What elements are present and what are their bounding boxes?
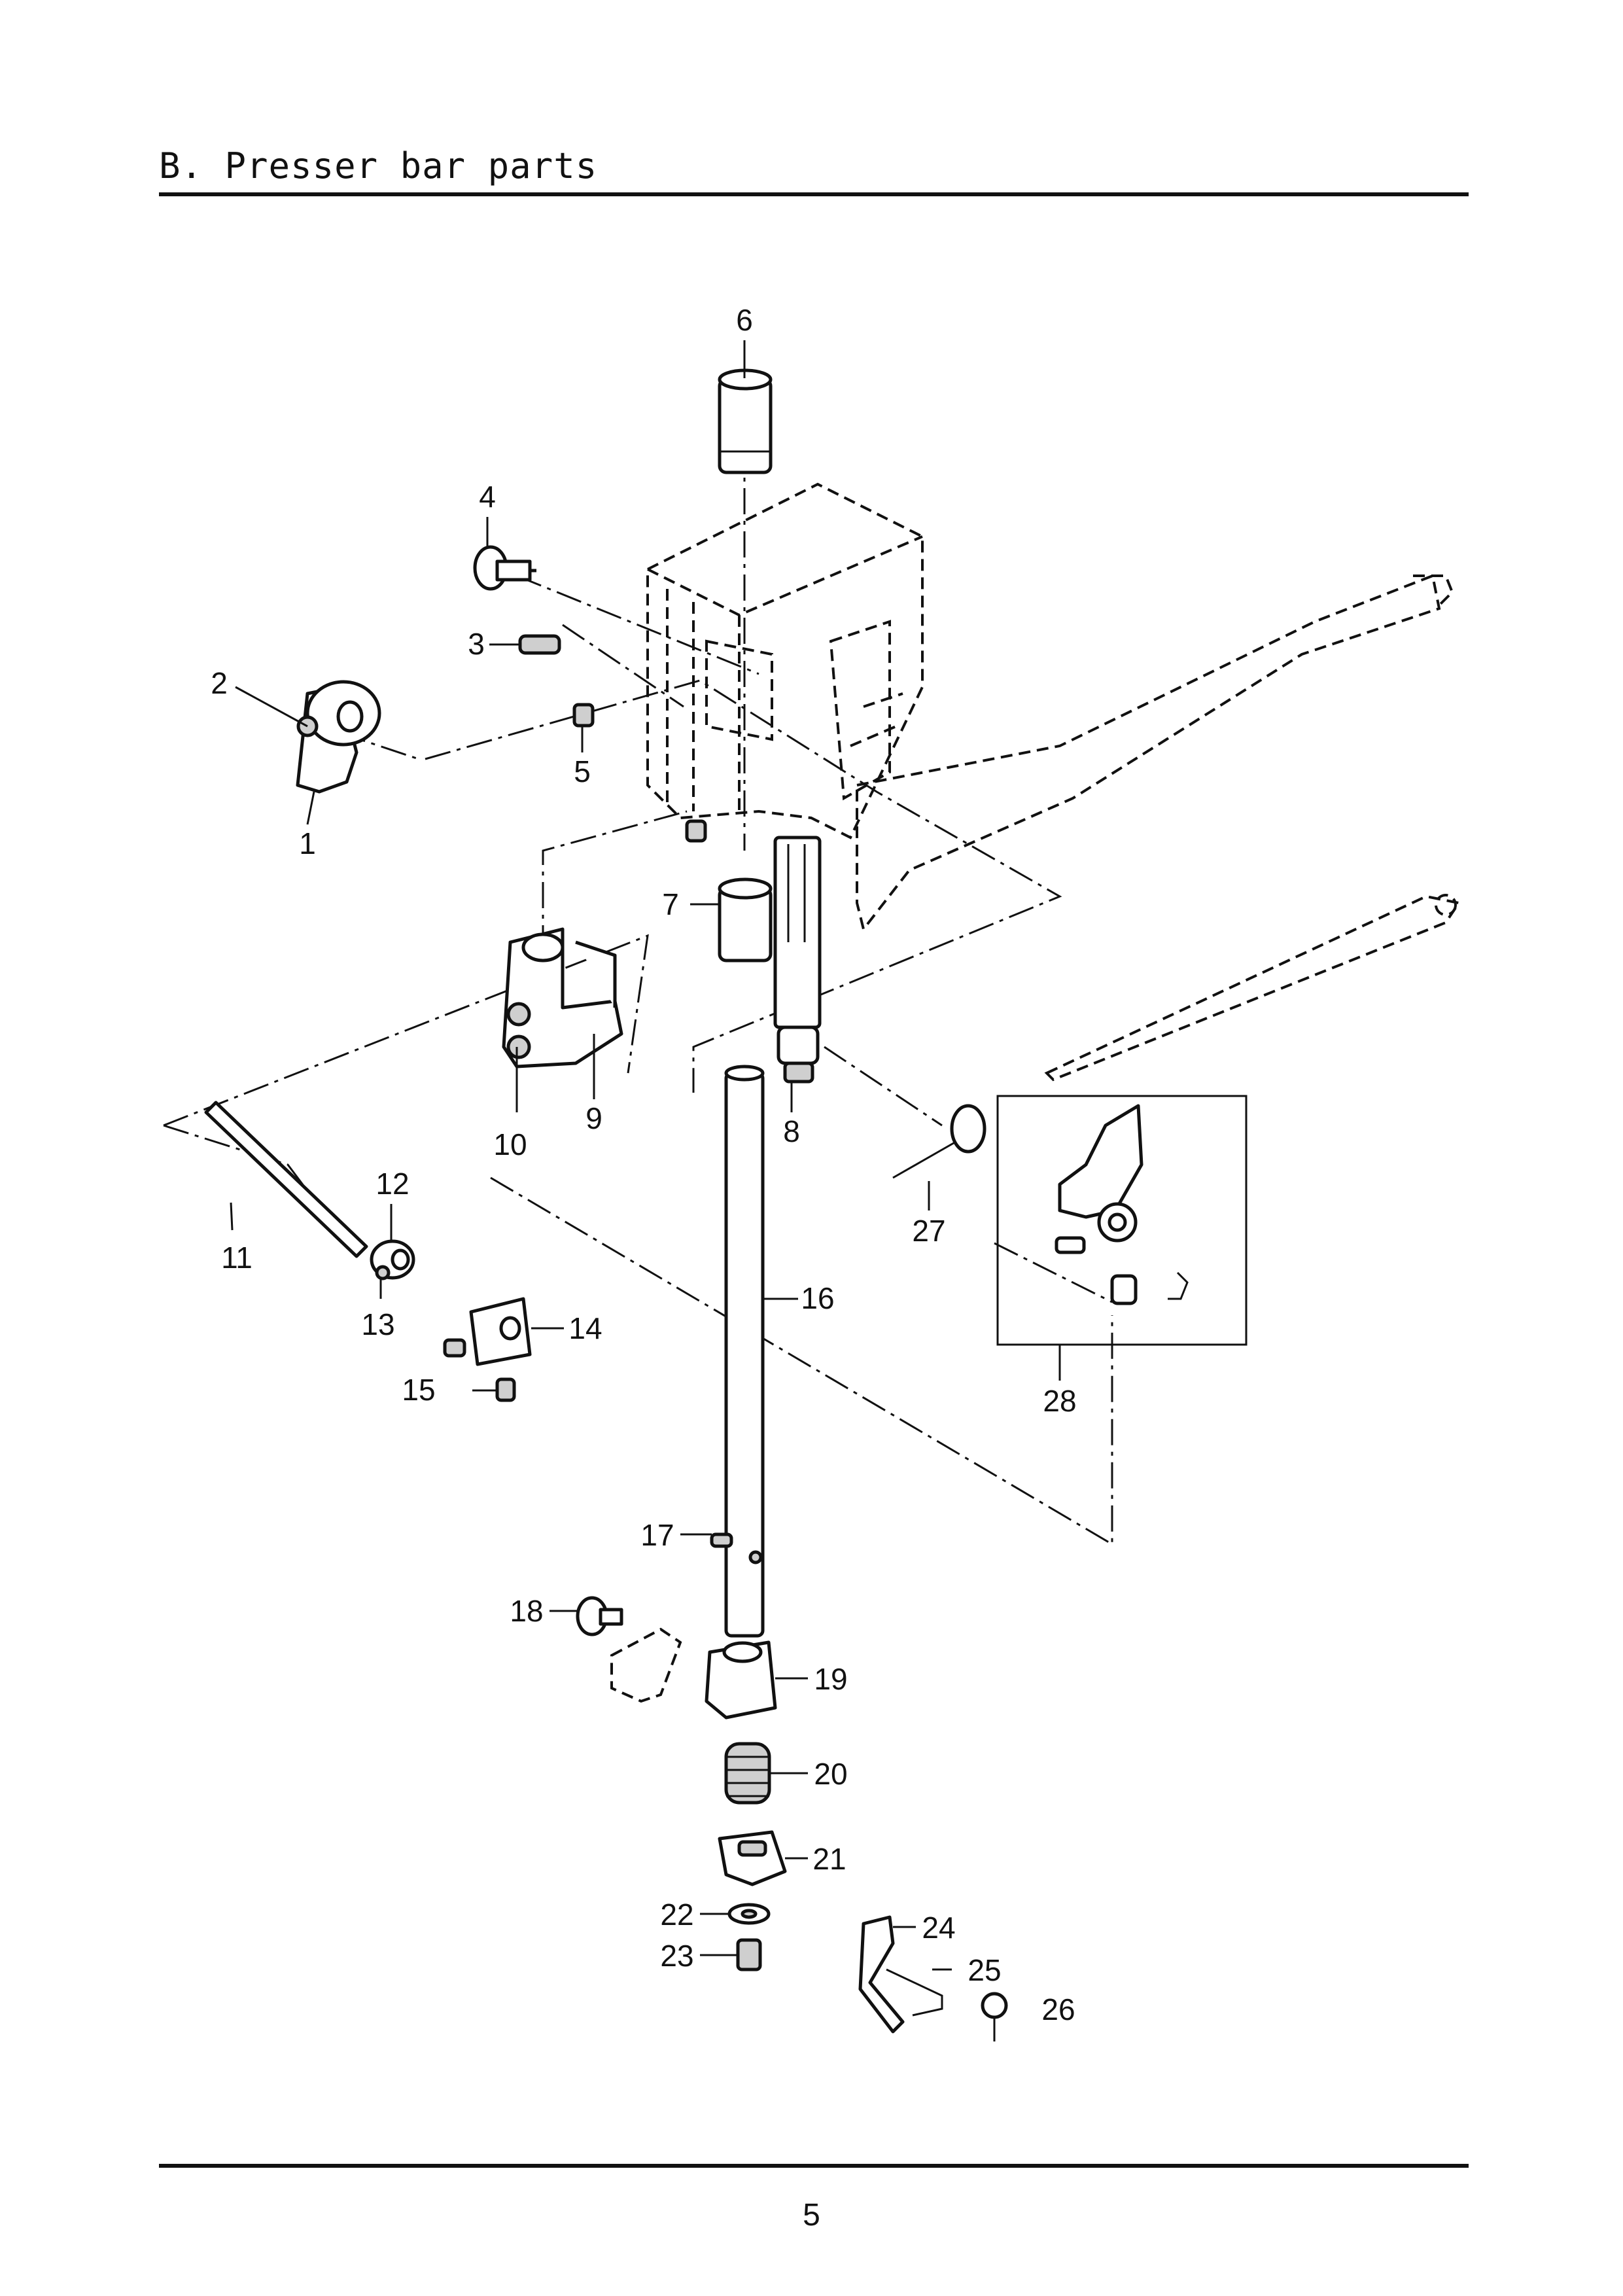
callout-26: 26 xyxy=(1041,1992,1075,2026)
part-11-shaft xyxy=(204,1101,368,1258)
part-3-set-screw xyxy=(518,634,561,655)
callout-2: 2 xyxy=(211,666,228,700)
part-23-screw xyxy=(736,1938,762,1971)
part-22-washer xyxy=(727,1903,771,1925)
part-15-set-screw xyxy=(495,1377,516,1402)
page-number: 5 xyxy=(803,2198,820,2233)
part-24-plate xyxy=(858,1915,905,2034)
callout-16: 16 xyxy=(801,1281,834,1315)
callout-24: 24 xyxy=(922,1911,955,1945)
callout-labels: 6 4 3 2 5 1 7 8 9 10 11 12 13 14 15 16 1… xyxy=(211,303,1076,2026)
header-rule xyxy=(159,192,1469,196)
unlabeled-set-screw xyxy=(685,819,707,843)
callout-leaders xyxy=(230,340,1061,2041)
callout-1: 1 xyxy=(299,826,316,860)
part-16-presser-bar xyxy=(724,1065,765,1638)
callout-19: 19 xyxy=(814,1662,847,1696)
assembly-center-lines xyxy=(163,445,1113,1546)
part-5-set-screw xyxy=(572,703,595,728)
part-28-assembly-box xyxy=(996,1095,1248,1346)
callout-18: 18 xyxy=(510,1594,543,1628)
callout-3: 3 xyxy=(468,627,485,661)
callout-5: 5 xyxy=(574,754,591,788)
part-27-spring xyxy=(892,1104,986,1179)
callout-7: 7 xyxy=(662,887,679,921)
part-9-presser-bar-guide xyxy=(502,927,623,1069)
callout-11: 11 xyxy=(221,1241,253,1275)
part-12-collar xyxy=(370,1239,415,1280)
callout-14: 14 xyxy=(568,1311,602,1345)
lifter-link-outline xyxy=(1044,894,1461,1082)
callout-6: 6 xyxy=(736,303,753,337)
part-1-lifting-lever xyxy=(296,680,381,794)
part-7-bushing xyxy=(718,877,773,963)
callout-22: 22 xyxy=(660,1898,693,1932)
part-21-block xyxy=(718,1830,787,1886)
callout-25: 25 xyxy=(968,1953,1001,1987)
callout-27: 27 xyxy=(912,1214,945,1248)
callout-12: 12 xyxy=(375,1167,409,1201)
part-26-screw xyxy=(981,1992,1008,2019)
callout-20: 20 xyxy=(814,1757,847,1791)
callout-13: 13 xyxy=(361,1307,394,1341)
part-28-lifting-cam-assembly xyxy=(1055,1104,1189,1305)
callout-17: 17 xyxy=(640,1518,674,1552)
unlabeled-bracket-ghost xyxy=(610,1627,682,1703)
presser-lifter-arm-outline xyxy=(856,574,1454,932)
callout-21: 21 xyxy=(812,1842,846,1876)
part-4-step-screw xyxy=(473,545,536,591)
callout-10: 10 xyxy=(493,1127,527,1161)
section-title: B. Presser bar parts xyxy=(159,145,598,186)
part-17-pin xyxy=(710,1532,733,1548)
part-6-bushing xyxy=(718,368,773,474)
callout-8: 8 xyxy=(783,1114,800,1148)
part-25-spring-wire xyxy=(886,1968,943,2017)
footer-rule xyxy=(159,2164,1469,2168)
part-14-block xyxy=(443,1297,532,1366)
part-18-screw xyxy=(576,1596,623,1636)
callout-4: 4 xyxy=(479,480,496,514)
callout-9: 9 xyxy=(585,1101,602,1135)
part-8-guide-shaft xyxy=(773,836,822,1084)
machine-frame-outline xyxy=(646,482,924,839)
callout-15: 15 xyxy=(402,1373,435,1407)
part-19-presser-holder xyxy=(705,1640,777,1720)
part-20-spring xyxy=(724,1742,771,1805)
callout-28: 28 xyxy=(1043,1384,1076,1418)
callout-23: 23 xyxy=(660,1939,693,1973)
